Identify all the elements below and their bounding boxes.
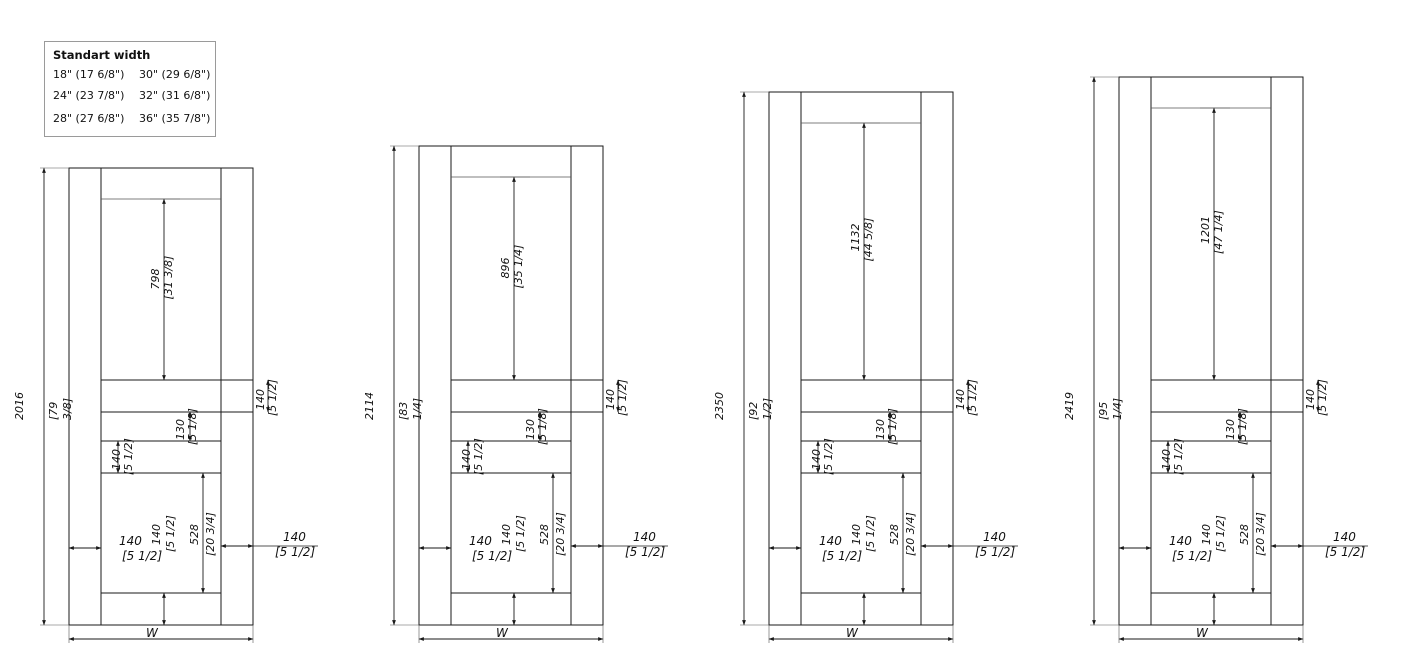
cab4-height-mm: 2419 [1063,392,1076,420]
cab1-right-side-in: [5 1/2] [275,545,315,559]
cab4-drawer-mm: 140 [1160,449,1173,470]
cab3-lower-in: [20 3/4] [904,512,917,556]
cab2-base-in: [5 1/2] [514,515,527,552]
cab3-right-side-mm: 140 [983,530,1006,544]
cab1-drawer-mm: 140 [110,449,123,470]
cab3-height-in-a: [92 [747,402,760,420]
cab2-left-side-mm: 140 [469,534,492,548]
cab4-rail-mm: 140 [1304,389,1317,410]
legend-title: Standart width [53,48,151,62]
cab2-lower-mm: 528 [538,524,551,545]
cab2-drawer-mm: 140 [460,449,473,470]
cab4-outline [1118,76,1304,626]
cab1-lower-mm: 528 [188,524,201,545]
cab2-drawer-in: [5 1/2] [472,438,485,475]
cab4-lower-mm: 528 [1238,524,1251,545]
cab4-left-side-mm: 140 [1169,534,1192,548]
cab3-drawer-mm: 140 [810,449,823,470]
cab3-gap-mm: 130 [874,419,887,440]
cab1-right-side-mm: 140 [283,530,306,544]
cab4-upper-mm: 1201 [1199,216,1212,244]
cab2-width-label: W [496,626,509,640]
cab2-rail-in: [5 1/2] [616,379,629,416]
cab3-right-side-in: [5 1/2] [975,545,1015,559]
cab4-height-in-a: [95 [1097,402,1110,420]
standard-width-legend: Standart width 18" (17 6/8") 30" (29 6/8… [44,41,216,137]
cab1-upper-in: [31 3/8] [162,256,175,300]
cab2-left-side-in: [5 1/2] [472,549,512,563]
cab3-upper-mm: 1132 [849,224,862,252]
cab1-lower-in: [20 3/4] [204,512,217,556]
cab4-right-side-mm: 140 [1333,530,1356,544]
cab3-rail-mm: 140 [954,389,967,410]
cab1-height-mm: 2016 [13,392,26,420]
cab3-height-mm: 2350 [713,392,726,420]
cab1-height-in-b: 3/8] [61,398,74,420]
legend-width-18: 18" (17 6/8") [53,68,125,81]
cab2-upper-mm: 896 [499,258,512,279]
cab1-width-label: W [146,626,159,640]
cab1-rail-in: [5 1/2] [266,379,279,416]
cab4-drawer-in: [5 1/2] [1172,438,1185,475]
cab2-upper-in: [35 1/4] [512,245,525,289]
cab3-outline [768,91,954,626]
cab2-right-side-mm: 140 [633,530,656,544]
cab4-gap-in: [5 1/8] [1236,408,1249,445]
cab3-left-side-in: [5 1/2] [822,549,862,563]
cab1-drawer-in: [5 1/2] [122,438,135,475]
cab2-height-mm: 2114 [363,392,376,420]
cab4-base-mm: 140 [1200,524,1213,545]
cab3-gap-in: [5 1/8] [886,408,899,445]
cab2-gap-in: [5 1/8] [536,408,549,445]
cab4-height-in-b: 1/4] [1111,398,1124,420]
cab3-lower-mm: 528 [888,524,901,545]
cab2-right-side-in: [5 1/2] [625,545,665,559]
cab4-lower-in: [20 3/4] [1254,512,1267,556]
cab2-base-mm: 140 [500,524,513,545]
cab4-base-in: [5 1/2] [1214,515,1227,552]
cab3-drawer-in: [5 1/2] [822,438,835,475]
cab4-upper-in: [47 1/4] [1212,210,1225,254]
cab4-gap-mm: 130 [1224,419,1237,440]
cab1-height-in-a: [79 [47,402,60,420]
cab1-gap-mm: 130 [174,419,187,440]
cab2-height-in-a: [83 [397,402,410,420]
cab2-lower-in: [20 3/4] [554,512,567,556]
cab1-upper-mm: 798 [149,269,162,290]
legend-width-24: 24" (23 7/8") [53,89,125,102]
cab3-upper-in: [44 5/8] [862,218,875,262]
cab2-rail-mm: 140 [604,389,617,410]
cab1-rail-mm: 140 [254,389,267,410]
cab4-rail-in: [5 1/2] [1316,379,1329,416]
cab4-width-label: W [1196,626,1209,640]
legend-width-36: 36" (35 7/8") [139,112,211,125]
cab4-left-side-in: [5 1/2] [1172,549,1212,563]
cab3-width-label: W [846,626,859,640]
cab1-gap-in: [5 1/8] [186,408,199,445]
cab2-gap-mm: 130 [524,419,537,440]
legend-width-30: 30" (29 6/8") [139,68,211,81]
cab1-left-side-mm: 140 [119,534,142,548]
cab3-base-in: [5 1/2] [864,515,877,552]
legend-width-32: 32" (31 6/8") [139,89,211,102]
cab4-right-side-in: [5 1/2] [1325,545,1365,559]
cab3-height-in-b: 1/2] [761,398,774,420]
cab3-base-mm: 140 [850,524,863,545]
cab3-left-side-mm: 140 [819,534,842,548]
cab1-base-mm: 140 [150,524,163,545]
cab1-left-side-in: [5 1/2] [122,549,162,563]
cab1-base-in: [5 1/2] [164,515,177,552]
cab2-height-in-b: 1/4] [411,398,424,420]
cab3-rail-in: [5 1/2] [966,379,979,416]
legend-width-28: 28" (27 6/8") [53,112,125,125]
